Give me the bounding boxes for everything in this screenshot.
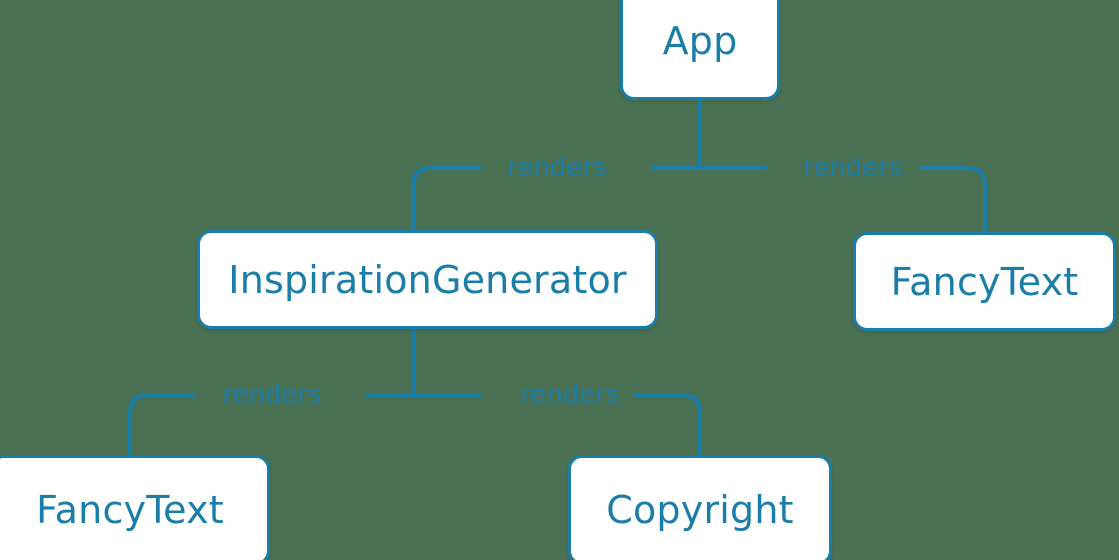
edge-label-inspirationgenerator-to-fancytext: renders (222, 380, 322, 410)
edge-label-app-to-inspirationgenerator: renders (507, 153, 607, 183)
edge-inspirationgenerator-to-fancytext (128, 393, 196, 455)
edge-inspirationgenerator-to-copyright (633, 393, 702, 455)
node-app-label: App (662, 19, 738, 63)
edge-app-to-inspirationgenerator (411, 166, 481, 230)
node-fancytext-right[interactable]: FancyText (853, 232, 1116, 331)
edge-label-app-to-fancytext-right: renders (803, 153, 903, 183)
edge-app-to-fancytext-right (919, 166, 987, 232)
node-app[interactable]: App (620, 0, 780, 100)
node-fancytext-right-label: FancyText (890, 259, 1079, 304)
node-inspirationgenerator-label: InspirationGenerator (228, 257, 627, 302)
edge-label-inspirationgenerator-to-copyright: renders (520, 380, 620, 410)
node-copyright-label: Copyright (606, 488, 794, 532)
node-copyright[interactable]: Copyright (568, 455, 832, 560)
node-fancytext-bottom[interactable]: FancyText (0, 455, 270, 560)
node-inspirationgenerator[interactable]: InspirationGenerator (197, 230, 658, 329)
node-fancytext-bottom-label: FancyText (36, 488, 224, 532)
